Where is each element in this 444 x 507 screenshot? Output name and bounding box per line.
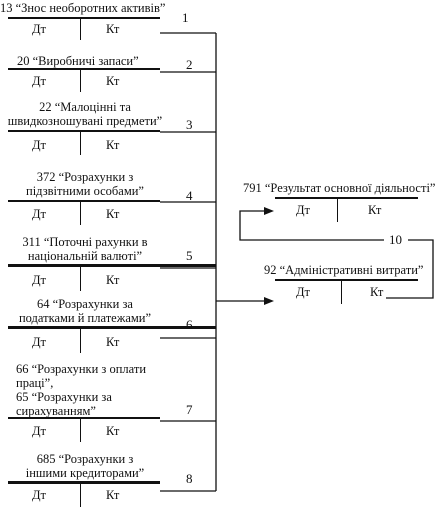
admin-account-credit: Кт [370, 285, 384, 299]
entry-number-6: 6 [186, 317, 193, 332]
entry-number-1: 1 [182, 10, 189, 25]
entry-number-5: 5 [186, 248, 193, 263]
account-8-debit: Дт [32, 488, 46, 502]
account-7-top-line [8, 417, 160, 419]
result-account-title: 791 “Результат основної діяльності” [243, 181, 436, 195]
arrowhead-to-791 [264, 207, 274, 215]
account-3-title-line-2: швидкозношувані предмети” [7, 114, 163, 128]
entry-number-7: 7 [186, 402, 193, 417]
account-6-title: 64 “Розрахунки за податками й платежами” [6, 297, 164, 325]
account-1-debit: Дт [32, 22, 46, 36]
account-7-title-line-2: праці”, [16, 376, 54, 390]
entry-number-8: 8 [186, 471, 193, 486]
account-6-top-line [8, 326, 216, 329]
account-8-title: 685 “Розрахунки з іншими кредиторами” [6, 452, 164, 480]
account-5-title-line-2: національній валюті” [27, 249, 143, 263]
account-4-title-line-1: 372 “Розрахунки з [36, 170, 134, 184]
account-7-title-line-3: 65 “Розрахунки за [16, 390, 112, 404]
result-account-debit: Дт [296, 203, 310, 217]
account-8-credit: Кт [106, 488, 120, 502]
entry-number-2: 2 [186, 57, 193, 72]
account-6-title-line-2: податками й платежами” [18, 311, 152, 325]
account-4-top-line [8, 200, 160, 202]
account-5-divider [80, 266, 82, 291]
closing-line-right [386, 239, 434, 299]
account-4-title-line-2: підзвітними особами” [26, 184, 144, 198]
account-6-divider [80, 328, 82, 353]
account-7-debit: Дт [32, 424, 46, 438]
closing-entry-number: 10 [389, 232, 402, 247]
account-3-divider [80, 130, 82, 155]
account-2-top-line [8, 68, 160, 70]
account-1-top-line [8, 17, 160, 19]
account-1-credit: Кт [106, 22, 120, 36]
account-1-title: 13 “Знос необоротних активів” [0, 1, 166, 15]
account-5-debit: Дт [32, 273, 46, 287]
account-6-debit: Дт [32, 335, 46, 349]
account-4-divider [80, 200, 82, 225]
admin-account-title: 92 “Адміністративні витрати” [264, 263, 424, 277]
account-2-credit: Кт [106, 74, 120, 88]
admin-account-divider [341, 279, 343, 304]
result-account-top-line [275, 197, 418, 199]
account-8-top-line [8, 481, 160, 484]
account-3-title-line-1: 22 “Малоцінні та [39, 100, 131, 114]
closing-line-left [239, 210, 384, 241]
admin-account-debit: Дт [296, 285, 310, 299]
account-7-divider [80, 417, 82, 442]
account-8-title-line-2: іншими кредиторами” [25, 466, 145, 480]
account-7-title-line-4: сирахуванням” [16, 404, 96, 418]
account-3-debit: Дт [32, 138, 46, 152]
account-5-title: 311 “Поточні рахунки в національній валю… [6, 235, 164, 263]
admin-account-top-line [275, 279, 418, 281]
account-7-title-line-1: 66 “Розрахунки з оплати [16, 362, 147, 376]
account-5-top-line [8, 264, 216, 267]
entry-number-4: 4 [186, 188, 193, 203]
result-account-divider [337, 197, 339, 222]
account-6-title-line-1: 64 “Розрахунки за [37, 297, 133, 311]
account-8-divider [80, 483, 82, 507]
account-6-credit: Кт [106, 335, 120, 349]
account-3-top-line [8, 130, 160, 132]
result-account-credit: Кт [368, 203, 382, 217]
account-3-title: 22 “Малоцінні та швидкозношувані предмет… [6, 100, 164, 128]
account-2-debit: Дт [32, 74, 46, 88]
account-5-credit: Кт [106, 273, 120, 287]
account-3-credit: Кт [106, 138, 120, 152]
account-7-credit: Кт [106, 424, 120, 438]
account-4-title: 372 “Розрахунки з підзвітними особами” [6, 170, 164, 198]
account-4-debit: Дт [32, 207, 46, 221]
account-4-credit: Кт [106, 207, 120, 221]
account-5-title-line-1: 311 “Поточні рахунки в [22, 235, 148, 249]
arrowhead-to-92 [264, 297, 274, 305]
account-1-divider [80, 17, 82, 40]
account-8-title-line-1: 685 “Розрахунки з [36, 452, 134, 466]
account-2-title: 20 “Виробничі запаси” [17, 54, 139, 68]
account-2-divider [80, 68, 82, 92]
entry-number-3: 3 [186, 117, 193, 132]
account-7-title: 66 “Розрахунки з оплати праці”, 65 “Розр… [16, 362, 146, 418]
